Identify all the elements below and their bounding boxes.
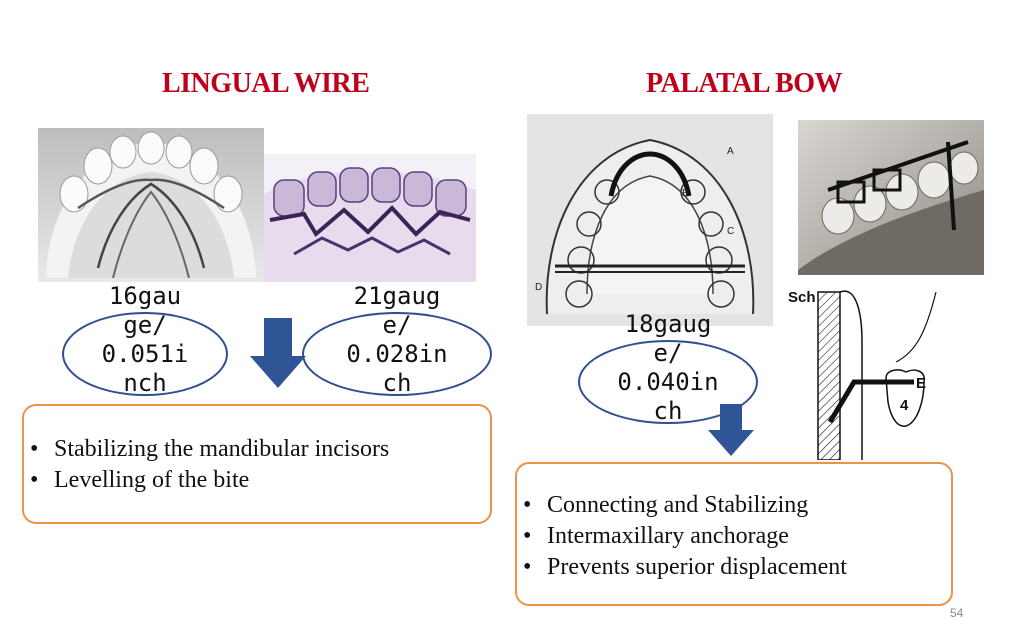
- lingual-wire-appliance-photo: [264, 154, 476, 282]
- diagram-label-d: D: [535, 282, 542, 293]
- gauge-16-line-3: 0.051i: [101, 340, 189, 368]
- gauge-21-line-4: ch: [382, 369, 412, 397]
- palatal-bow-title: PALATAL BOW: [646, 68, 842, 99]
- gauge-18-line-1: 18gaug: [624, 310, 712, 338]
- gauge-16-line-4: nch: [123, 369, 167, 397]
- list-item: •Intermaxillary anchorage: [523, 523, 789, 549]
- gauge-16-line-1: 16gau: [108, 282, 182, 310]
- list-item: •Prevents superior displacement: [523, 554, 847, 580]
- down-arrow-icon: [708, 404, 754, 456]
- e-label: E: [916, 375, 926, 392]
- tooth-number-label: 4: [900, 397, 909, 414]
- gauge-21-line-2: e/: [382, 311, 412, 339]
- page-number: 54: [950, 606, 964, 620]
- gauge-label-21: 21gaug e/ 0.028in ch: [312, 282, 482, 398]
- gauge-18-line-3: 0.040in: [617, 368, 719, 396]
- list-item: •Stabilizing the mandibular incisors: [30, 436, 390, 462]
- gauge-oval-18: [578, 340, 758, 424]
- down-arrow-icon: [250, 318, 306, 388]
- palatal-bow-diagram: A B C D: [527, 114, 773, 326]
- gauge-label-16: 16gau ge/ 0.051i nch: [72, 282, 218, 398]
- palatal-bow-uses-box: •Connecting and Stabilizing •Intermaxill…: [515, 462, 953, 606]
- gauge-18-line-4: ch: [653, 397, 683, 425]
- lingual-wire-uses-box: •Stabilizing the mandibular incisors •Le…: [22, 404, 492, 524]
- gauge-oval-16: [62, 312, 228, 396]
- gauge-21-line-1: 21gaug: [353, 282, 441, 310]
- list-item: •Connecting and Stabilizing: [523, 492, 809, 518]
- sch-label: Sch: [788, 289, 816, 306]
- lingual-wire-cast-photo: [38, 128, 264, 282]
- lingual-wire-title: LINGUAL WIRE: [162, 68, 370, 99]
- diagram-label-b: B: [682, 188, 689, 199]
- gauge-label-18: 18gaug e/ 0.040in ch: [588, 310, 748, 426]
- gauge-18-line-2: e/: [653, 339, 683, 367]
- gauge-21-line-3: 0.028in: [346, 340, 448, 368]
- diagram-label-c: C: [727, 226, 734, 237]
- gauge-16-line-2: ge/: [123, 311, 167, 339]
- sch-section-diagram: Sch 4 E: [786, 282, 986, 460]
- list-item: •Levelling of the bite: [30, 467, 250, 493]
- gauge-oval-21: [302, 312, 492, 396]
- diagram-label-a: A: [727, 146, 734, 157]
- palatal-bow-photo: [798, 120, 984, 275]
